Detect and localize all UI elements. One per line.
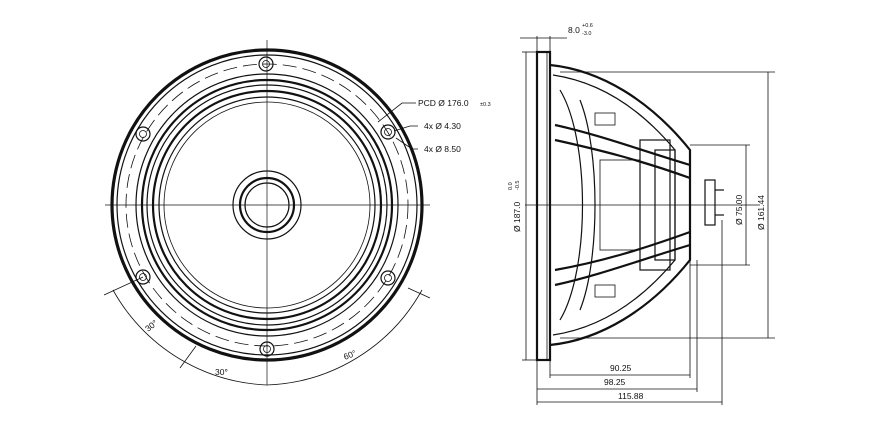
outer-tol-down: -0.5 <box>515 181 521 190</box>
cone-profile <box>559 89 584 321</box>
terminal-lower <box>594 284 616 298</box>
pcd-leader <box>377 102 416 123</box>
mounting-hole-top <box>258 56 274 72</box>
terminal-upper <box>594 112 616 126</box>
flange-thickness-label: 8.0 <box>568 25 580 35</box>
holes-small-label: 4x Ø 4.30 <box>424 121 461 131</box>
angle-label-30b: 30° <box>215 367 228 377</box>
front-view: 30° 30° 60° PCD Ø 176.0 ±0.3 4x Ø 4.30 4… <box>103 40 491 386</box>
angle-ext-1 <box>103 276 144 296</box>
pcd-label: PCD Ø 176.0 <box>418 98 469 108</box>
angle-label-60: 60° <box>342 348 358 362</box>
magnet-inner <box>654 149 676 261</box>
spoke-lower <box>554 243 691 287</box>
cone-profile-2 <box>579 99 596 311</box>
angle-arc-30a <box>112 289 186 363</box>
depth-98-label: 98.25 <box>604 377 626 387</box>
motor-plate <box>599 159 641 251</box>
pcd-tolerance: ±0.3 <box>480 102 491 108</box>
surround-inner <box>158 96 376 314</box>
mounting-hole-br <box>380 270 396 286</box>
holes-large-label: 4x Ø 8.50 <box>424 144 461 154</box>
surround-outer <box>140 78 394 332</box>
diameter-75-label: Ø 75.00 <box>734 194 744 225</box>
hole-large-leader <box>395 137 418 150</box>
angle-arc-60 <box>266 289 423 386</box>
outer-diameter-label: Ø 187.0 <box>512 201 522 232</box>
dust-cap-outer <box>232 170 302 240</box>
angle-ext-3 <box>407 287 431 299</box>
flange-tol-up: +0.6 <box>582 23 593 29</box>
surround-ring-1 <box>146 84 388 326</box>
depth-90-label: 90.25 <box>610 363 632 373</box>
dust-cap-inner <box>244 182 290 228</box>
angle-ext-2 <box>179 345 197 369</box>
diameter-161-label: Ø 161.44 <box>756 195 766 230</box>
pcd-circle <box>125 63 409 347</box>
mounting-hole-bl <box>135 269 151 285</box>
frame-ring-2 <box>116 54 418 356</box>
mounting-hole-tl <box>135 126 151 142</box>
outer-tol-up: 0.0 <box>508 182 514 190</box>
mounting-hole-tr <box>380 124 396 140</box>
surround-ring-2 <box>151 89 383 321</box>
outer-frame-ring <box>110 48 424 362</box>
dust-cap-ring <box>238 176 296 234</box>
cone-edge <box>163 101 371 309</box>
spoke-upper-2 <box>554 138 691 180</box>
flange <box>535 50 552 362</box>
hole-small-leader <box>393 125 418 132</box>
mounting-hole-bottom <box>259 341 275 357</box>
spoke-upper <box>554 123 691 167</box>
rear-terminal <box>704 179 716 226</box>
angle-arc-30b <box>184 361 268 386</box>
side-view: 8.0 +0.6 -3.0 Ø 187.0 0.0 -0.5 Ø 75.00 Ø… <box>508 23 775 405</box>
angle-label-30a: 30° <box>143 318 159 334</box>
od-label-group: Ø 187.0 0.0 -0.5 <box>508 181 522 232</box>
flange-tol-down: -3.0 <box>582 31 591 37</box>
spoke-lower-2 <box>554 230 691 272</box>
depth-115-label: 115.88 <box>618 391 644 401</box>
frame-ring-3 <box>135 73 399 337</box>
basket-outline <box>549 63 692 347</box>
